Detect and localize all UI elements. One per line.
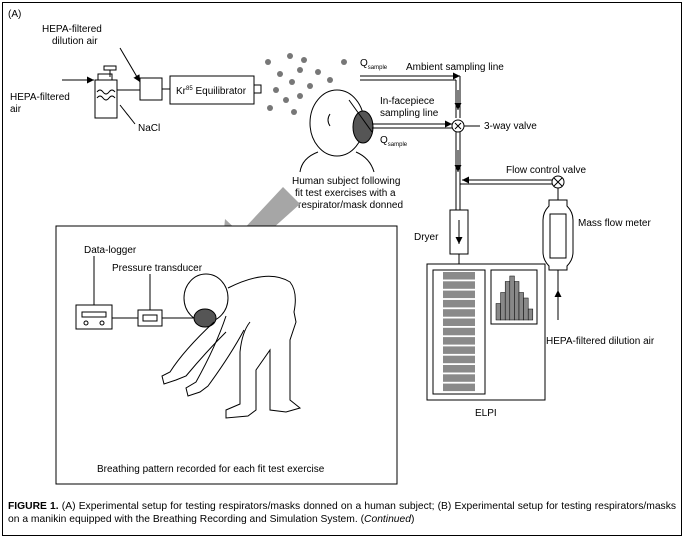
impactor-stage: [443, 272, 475, 280]
ambient-line-label: Ambient sampling line: [406, 62, 504, 73]
human-subject: Human subject following fit test exercis…: [292, 89, 403, 211]
flow-control-valve-label: Flow control valve: [506, 165, 586, 176]
subject-label-3: respirator/mask donned: [298, 200, 403, 211]
figure-number: FIGURE 1.: [8, 501, 59, 512]
histogram-bar: [527, 308, 534, 321]
histogram-bar: [504, 281, 511, 321]
hepa-air-label-1: HEPA-filtered: [10, 92, 70, 103]
impactor-stage: [443, 290, 475, 299]
impactor-stage: [443, 299, 475, 308]
aerosol-generator: HEPA-filtered dilution air HEPA-filtered…: [10, 24, 262, 134]
pressure-transducer: [137, 309, 163, 327]
impactor-stage: [443, 318, 475, 326]
caption-text: (A) Experimental setup for testing respi…: [8, 501, 676, 525]
elpi-size-histogram: [495, 275, 534, 321]
hepa-dilution-label-1: HEPA-filtered: [42, 24, 102, 35]
elpi-impactor-stages: [443, 272, 475, 392]
figure-caption: FIGURE 1. (A) Experimental setup for tes…: [8, 500, 676, 526]
impactor-stage: [443, 281, 475, 289]
equilibrator-label: Kr85 Equilibrator: [176, 86, 247, 97]
q-sample-infacepiece: Qsample: [380, 135, 408, 148]
subject-label-2: fit test exercises with a: [295, 188, 396, 199]
bending-human-figure: [161, 273, 302, 419]
impactor-stage: [443, 337, 475, 345]
pressure-transducer-label: Pressure transducer: [112, 263, 203, 274]
data-logger-label: Data-logger: [84, 245, 137, 256]
elpi-label: ELPI: [475, 408, 497, 419]
dryer: Dryer: [414, 209, 469, 264]
histogram-bar: [518, 292, 524, 321]
impactor-stage: [443, 365, 475, 373]
hepa-air-label-2: air: [10, 104, 22, 115]
impactor-stage: [443, 383, 475, 392]
nacl-label: NaCl: [138, 123, 160, 134]
three-way-valve-label: 3-way valve: [484, 121, 537, 132]
mass-flow-meter-label: Mass flow meter: [578, 218, 651, 229]
panel-label: (A): [8, 9, 21, 20]
inset-mask: [193, 308, 217, 328]
caption-continued: Continued: [364, 514, 411, 525]
hepa-dilution-label-2: dilution air: [52, 36, 98, 47]
histogram-bar: [514, 281, 520, 321]
respirator-mask: [352, 110, 374, 144]
histogram-bar: [509, 275, 515, 321]
breathing-pattern-label: Breathing pattern recorded for each fit …: [97, 464, 325, 475]
infacepiece-label-1: In-facepiece: [380, 96, 435, 107]
infacepiece-label-2: sampling line: [380, 108, 439, 119]
impactor-stage: [443, 374, 475, 382]
histogram-bar: [500, 292, 506, 321]
impactor-stage: [443, 355, 475, 364]
subject-label-1: Human subject following: [292, 176, 400, 187]
aerosol-particles: [265, 53, 347, 115]
impactor-stage: [443, 327, 475, 336]
impactor-stage: [443, 346, 475, 354]
mass-flow-meter: Mass flow meter HEPA-filtered dilution a…: [542, 199, 655, 347]
elpi-instrument: ELPI: [426, 263, 546, 419]
dryer-label: Dryer: [414, 232, 439, 243]
sampling-lines: Qsample Ambient sampling line In-facepie…: [360, 58, 586, 210]
q-sample-ambient: Qsample: [360, 58, 388, 71]
histogram-bar: [495, 303, 501, 321]
histogram-bar: [523, 297, 529, 321]
hepa-dilution-bottom-label: HEPA-filtered dilution air: [546, 336, 655, 347]
breathing-inset-panel: Data-logger Pressure transducer Breathin…: [55, 225, 398, 485]
impactor-stage: [443, 309, 475, 317]
caption-close: ): [410, 514, 415, 525]
experimental-setup-diagram: (A) HEPA-filtered dilution air HEPA-filt…: [8, 9, 655, 485]
